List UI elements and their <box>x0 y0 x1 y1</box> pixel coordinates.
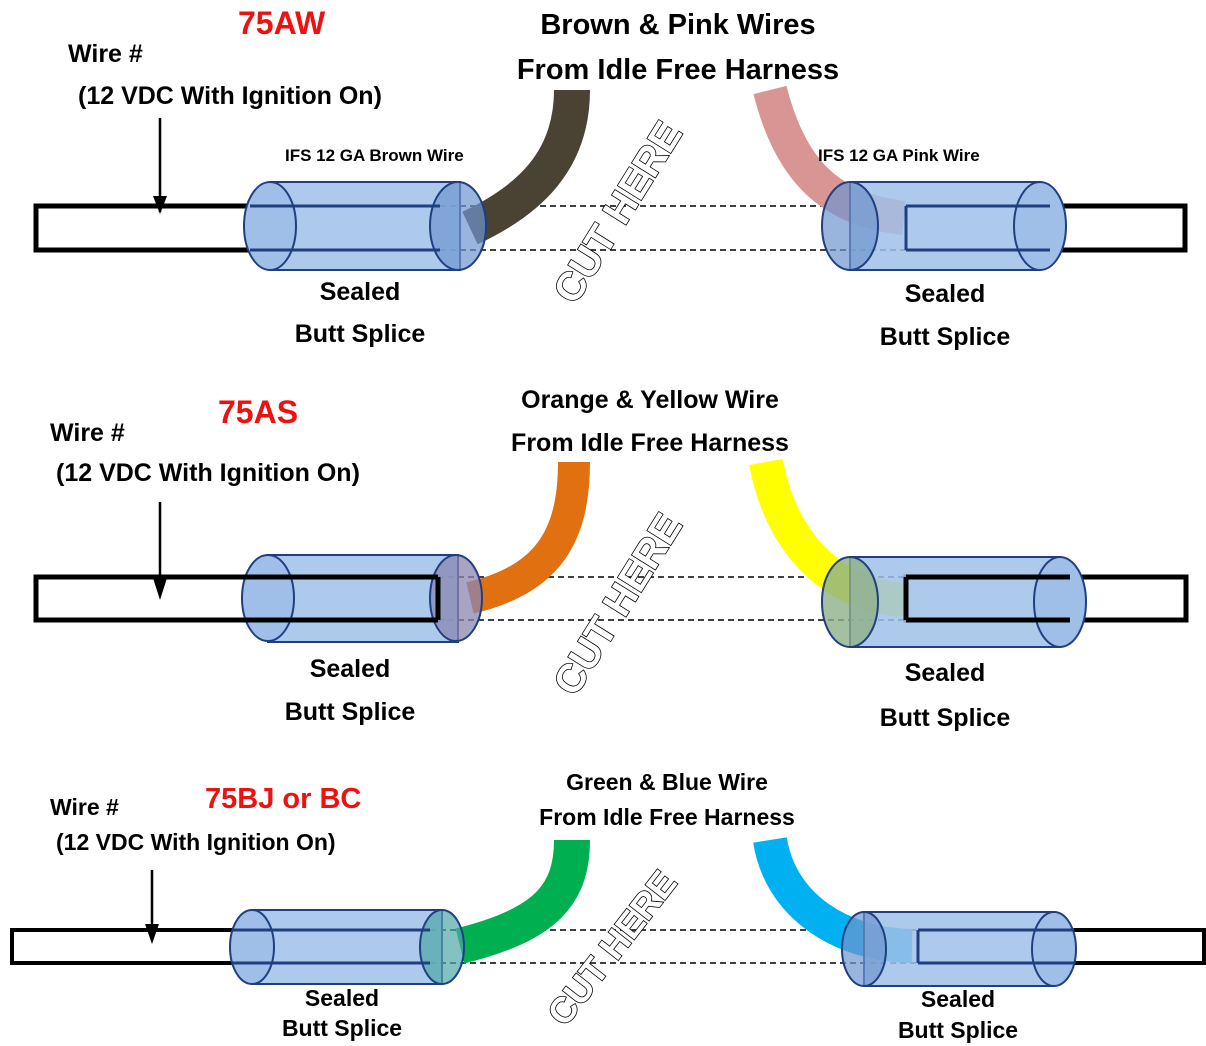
vehicle-wire-left <box>10 928 254 965</box>
harness-title-line1: Brown & Pink Wires <box>540 9 815 41</box>
diagram-75bj-bc: 75BJ or BC Wire # (12 VDC With Ignition … <box>10 769 1206 1043</box>
wire-number-label: Wire # <box>50 794 119 820</box>
down-arrow-icon <box>145 870 159 944</box>
butt-splice-right <box>821 181 1067 271</box>
model-label: 75BJ or BC <box>205 783 361 815</box>
diagram-75as: 75AS Wire # (12 VDC With Ignition On) Or… <box>33 386 1189 732</box>
harness-wire-left <box>462 89 590 245</box>
harness-title-line2: From Idle Free Harness <box>511 429 789 457</box>
butt-splice-left <box>241 554 483 643</box>
vehicle-wire-right <box>1045 203 1188 253</box>
voltage-label: (12 VDC With Ignition On) <box>56 829 336 855</box>
harness-title-line2: From Idle Free Harness <box>517 54 839 86</box>
vehicle-wire-left <box>33 203 254 253</box>
right-splice-line2: Butt Splice <box>880 323 1011 351</box>
right-splice-line2: Butt Splice <box>898 1017 1018 1043</box>
left-splice-line1: Sealed <box>310 655 391 683</box>
right-splice-line1: Sealed <box>905 280 986 308</box>
left-wire-label: IFS 12 GA Brown Wire <box>285 146 464 165</box>
wire-number-label: Wire # <box>50 419 125 447</box>
voltage-label: (12 VDC With Ignition On) <box>56 459 360 487</box>
vehicle-wire-right <box>1068 928 1206 965</box>
harness-title-line2: From Idle Free Harness <box>539 804 795 830</box>
left-splice-line2: Butt Splice <box>282 1015 402 1041</box>
harness-title-line1: Orange & Yellow Wire <box>521 386 779 414</box>
voltage-label: (12 VDC With Ignition On) <box>78 82 382 110</box>
harness-wire-left <box>455 839 590 964</box>
right-splice-line1: Sealed <box>921 986 995 1012</box>
left-splice-line1: Sealed <box>320 278 401 306</box>
down-arrow-icon <box>153 502 167 600</box>
right-splice-line1: Sealed <box>905 659 986 687</box>
harness-wire-left <box>466 461 590 614</box>
model-label: 75AS <box>218 394 298 430</box>
butt-splice-right <box>841 911 1077 987</box>
down-arrow-icon <box>153 118 167 214</box>
right-wire-label: IFS 12 GA Pink Wire <box>818 146 980 165</box>
right-splice-line2: Butt Splice <box>880 704 1011 732</box>
butt-splice-left <box>243 181 487 271</box>
left-splice-line2: Butt Splice <box>285 698 416 726</box>
left-splice-line2: Butt Splice <box>295 320 426 348</box>
butt-splice-left <box>229 909 465 985</box>
diagram-75aw: 75AW Wire # (12 VDC With Ignition On) Br… <box>33 5 1188 351</box>
harness-title-line1: Green & Blue Wire <box>566 769 768 795</box>
butt-splice-right <box>821 556 1087 648</box>
model-label: 75AW <box>238 5 326 41</box>
left-splice-line1: Sealed <box>305 985 379 1011</box>
wire-number-label: Wire # <box>68 40 143 68</box>
